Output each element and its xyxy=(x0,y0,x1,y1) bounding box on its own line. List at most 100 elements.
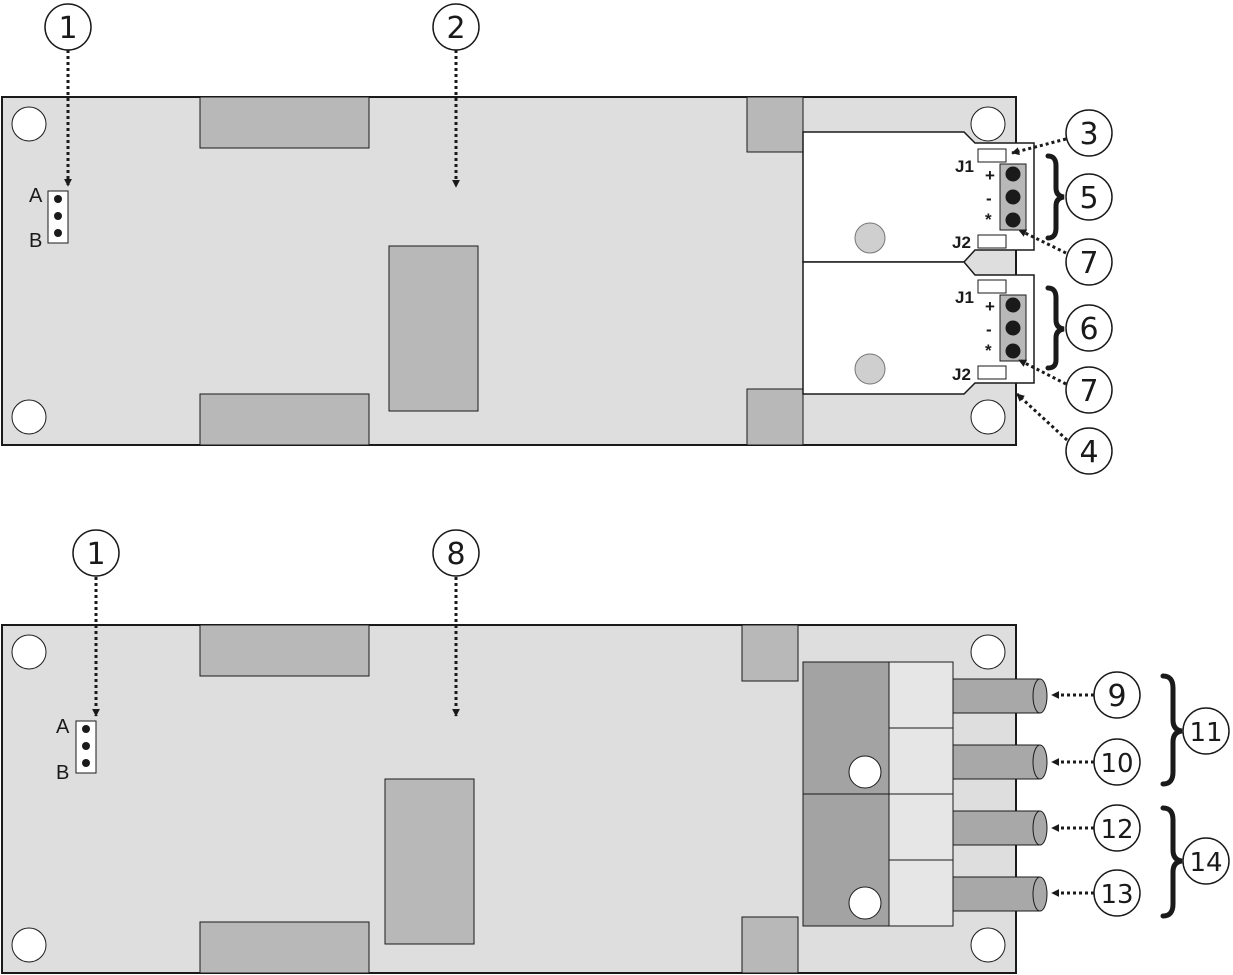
terminal-sign-minus: - xyxy=(986,189,992,208)
callout-9: 9 xyxy=(1093,671,1141,719)
module-screw xyxy=(854,353,886,385)
terminal-sign-minus: - xyxy=(986,320,992,339)
terminal-pin xyxy=(1005,297,1021,313)
callout-number: 5 xyxy=(1079,181,1098,216)
fiber-port-housing xyxy=(888,859,954,927)
fiber-connector-13 xyxy=(952,876,1048,912)
mounting-hole xyxy=(11,634,47,670)
top-pad-lower xyxy=(746,388,804,446)
terminal-sign-star: * xyxy=(985,341,992,360)
jumper-label-j1: J1 xyxy=(955,157,974,176)
callout-14: 14 xyxy=(1182,837,1230,885)
mounting-hole xyxy=(11,399,47,435)
mounting-hole xyxy=(970,634,1006,670)
jumper-j1-lower xyxy=(977,279,1007,294)
callout-number: 12 xyxy=(1100,815,1133,845)
terminal-pin xyxy=(1005,343,1021,359)
callout-1-top: 1 xyxy=(44,3,92,51)
leader-7-lower xyxy=(1018,358,1067,386)
callout-3: 3 xyxy=(1065,109,1113,157)
callout-number: 7 xyxy=(1079,246,1098,281)
callout-number: 6 xyxy=(1079,312,1098,347)
fiber-port-housing xyxy=(888,661,954,729)
terminal-pin xyxy=(1005,189,1021,205)
bus-pin xyxy=(82,725,90,733)
callout-number: 1 xyxy=(58,11,77,46)
jumper-j2-upper xyxy=(977,234,1007,249)
callout-number: 4 xyxy=(1079,435,1098,470)
callout-10: 10 xyxy=(1093,738,1141,786)
terminal-pin xyxy=(1005,212,1021,228)
mounting-hole xyxy=(11,927,47,963)
leader-4 xyxy=(1015,392,1069,442)
callout-6: 6 xyxy=(1065,304,1113,352)
jumper-label-j2: J2 xyxy=(952,365,971,384)
callout-number: 3 xyxy=(1079,117,1098,152)
terminal-sign-star: * xyxy=(985,210,992,229)
pin-label-a: A xyxy=(56,716,70,738)
brace-6 xyxy=(1045,285,1065,371)
fiber-connector-10 xyxy=(952,744,1048,780)
bottom-board: A B xyxy=(1,624,1048,974)
top-pad-upper xyxy=(746,96,804,153)
mounting-hole xyxy=(970,106,1006,142)
callout-number: 11 xyxy=(1189,718,1222,748)
callout-11: 11 xyxy=(1182,707,1230,755)
mounting-hole xyxy=(970,399,1006,435)
callout-7-upper: 7 xyxy=(1065,238,1113,286)
top-chip-lower xyxy=(199,393,370,446)
bottom-pad-lower xyxy=(741,916,799,974)
module-screw xyxy=(854,222,886,254)
fiber-port-housing xyxy=(888,727,954,795)
bottom-chip-lower xyxy=(199,921,370,974)
bus-pin xyxy=(82,759,90,767)
mounting-hole xyxy=(11,106,47,142)
terminal-pin xyxy=(1005,166,1021,182)
braces xyxy=(1045,153,1183,919)
pin-label-a: A xyxy=(29,185,43,207)
bottom-chip-upper xyxy=(199,624,370,677)
callout-number: 13 xyxy=(1100,880,1133,910)
module-screw xyxy=(848,886,882,920)
callout-4: 4 xyxy=(1065,427,1113,475)
terminal-sign-plus: + xyxy=(985,297,995,316)
callout-5: 5 xyxy=(1065,173,1113,221)
brace-5 xyxy=(1045,153,1065,241)
callout-number: 10 xyxy=(1100,749,1133,779)
callout-8: 8 xyxy=(432,529,480,577)
module-screw xyxy=(848,755,882,789)
jumper-j2-lower xyxy=(977,365,1007,380)
callout-number: 7 xyxy=(1079,374,1098,409)
leader-7-upper xyxy=(1018,228,1067,255)
top-chip-upper xyxy=(199,96,370,149)
callout-number: 1 xyxy=(86,537,105,572)
jumper-label-j1: J1 xyxy=(955,288,974,307)
terminal-pin xyxy=(1005,320,1021,336)
fiber-connector-9 xyxy=(952,678,1048,714)
leader-lines xyxy=(64,50,1094,897)
terminal-sign-plus: + xyxy=(985,166,995,185)
callout-number: 14 xyxy=(1189,848,1222,878)
bottom-pad-upper xyxy=(741,624,799,682)
callout-number: 9 xyxy=(1107,679,1126,714)
callout-number: 2 xyxy=(446,11,465,46)
bus-pin xyxy=(54,229,62,237)
top-board: A B J1 J2 + - * J1 J2 + - * xyxy=(1,96,1035,446)
callout-2: 2 xyxy=(432,3,480,51)
brace-14 xyxy=(1160,805,1183,919)
bus-pin xyxy=(54,195,62,203)
jumper-label-j2: J2 xyxy=(952,233,971,252)
bus-pin xyxy=(54,212,62,220)
pin-label-b: B xyxy=(29,230,42,252)
jumper-j1-upper xyxy=(977,148,1007,163)
bottom-chip-center xyxy=(384,778,475,945)
callout-13: 13 xyxy=(1093,869,1141,917)
callout-1-bottom: 1 xyxy=(72,529,120,577)
callout-12: 12 xyxy=(1093,804,1141,852)
mounting-hole xyxy=(970,927,1006,963)
callout-number: 8 xyxy=(446,537,465,572)
pin-label-b: B xyxy=(56,762,69,784)
fiber-port-housing xyxy=(888,793,954,861)
top-chip-center xyxy=(388,245,479,412)
